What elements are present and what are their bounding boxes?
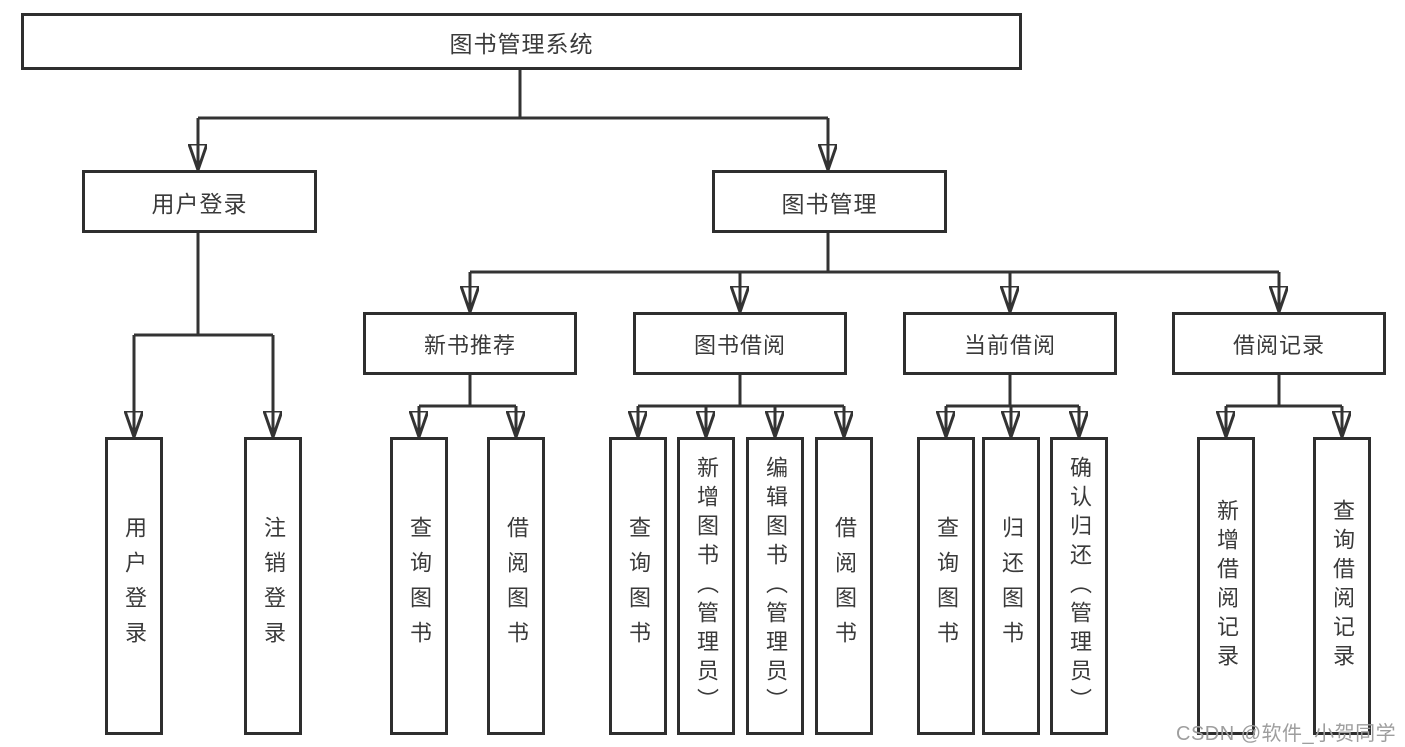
node-borrow-books-leaf: 借阅图书 [815, 437, 873, 735]
node-logout-leaf: 注销登录 [244, 437, 302, 735]
node-query-books-borrow: 查询图书 [609, 437, 667, 735]
node-new-book-recommend: 新书推荐 [363, 312, 577, 375]
node-return-book: 归还图书 [982, 437, 1040, 735]
node-confirm-return-admin: 确认归还（管理员） [1050, 437, 1108, 735]
node-query-books-recommend: 查询图书 [390, 437, 448, 735]
node-edit-book-admin: 编辑图书（管理员） [746, 437, 804, 735]
node-add-book-admin: 新增图书（管理员） [677, 437, 735, 735]
node-user-login-leaf: 用户登录 [105, 437, 163, 735]
node-query-books-current: 查询图书 [917, 437, 975, 735]
node-book-management: 图书管理 [712, 170, 947, 233]
node-query-borrow-record: 查询借阅记录 [1313, 437, 1371, 735]
node-book-borrow: 图书借阅 [633, 312, 847, 375]
node-library-management-system: 图书管理系统 [21, 13, 1022, 70]
node-current-borrow: 当前借阅 [903, 312, 1117, 375]
node-borrow-records: 借阅记录 [1172, 312, 1386, 375]
node-user-login: 用户登录 [82, 170, 317, 233]
watermark: CSDN @软件_小贺同学 [1176, 723, 1397, 745]
node-add-borrow-record: 新增借阅记录 [1197, 437, 1255, 735]
node-borrow-books-recommend: 借阅图书 [487, 437, 545, 735]
